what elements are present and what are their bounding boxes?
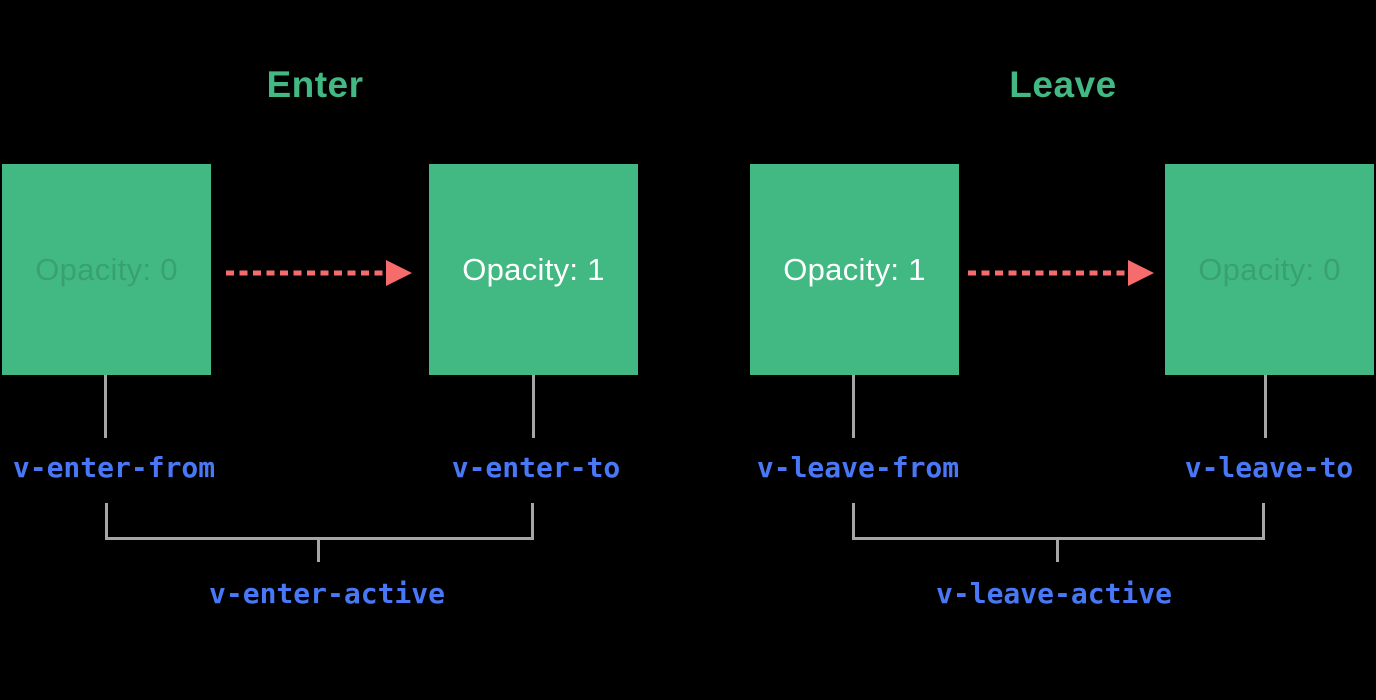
- leave-to-box: Opacity: 0: [1165, 164, 1374, 375]
- leave-from-class-label: v-leave-from: [756, 451, 960, 484]
- enter-from-box: Opacity: 0: [2, 164, 211, 375]
- leave-to-box-label: Opacity: 0: [1198, 251, 1341, 287]
- leave-to-connector-line: [1264, 375, 1267, 438]
- leave-to-class-label: v-leave-to: [1184, 451, 1354, 484]
- leave-from-connector-line: [852, 375, 855, 438]
- leave-dashed-arrow-icon: [968, 260, 1154, 286]
- leave-section-title: Leave: [1009, 64, 1117, 105]
- enter-from-connector-line: [104, 375, 107, 438]
- leave-from-box: Opacity: 1: [750, 164, 959, 375]
- enter-from-class-label: v-enter-from: [12, 451, 216, 484]
- enter-active-bracket-stem: [317, 537, 320, 562]
- enter-to-box-label: Opacity: 1: [462, 251, 605, 287]
- leave-active-class-label: v-leave-active: [935, 577, 1173, 610]
- enter-section-title: Enter: [266, 64, 364, 105]
- leave-active-bracket: [852, 503, 1265, 540]
- enter-active-bracket: [105, 503, 534, 540]
- enter-to-class-label: v-enter-to: [451, 451, 621, 484]
- leave-from-box-label: Opacity: 1: [783, 251, 926, 287]
- enter-from-box-label: Opacity: 0: [35, 251, 178, 287]
- enter-to-connector-line: [532, 375, 535, 438]
- leave-active-bracket-stem: [1056, 537, 1059, 562]
- enter-dashed-arrow-icon: [226, 260, 412, 286]
- enter-to-box: Opacity: 1: [429, 164, 638, 375]
- enter-active-class-label: v-enter-active: [208, 577, 446, 610]
